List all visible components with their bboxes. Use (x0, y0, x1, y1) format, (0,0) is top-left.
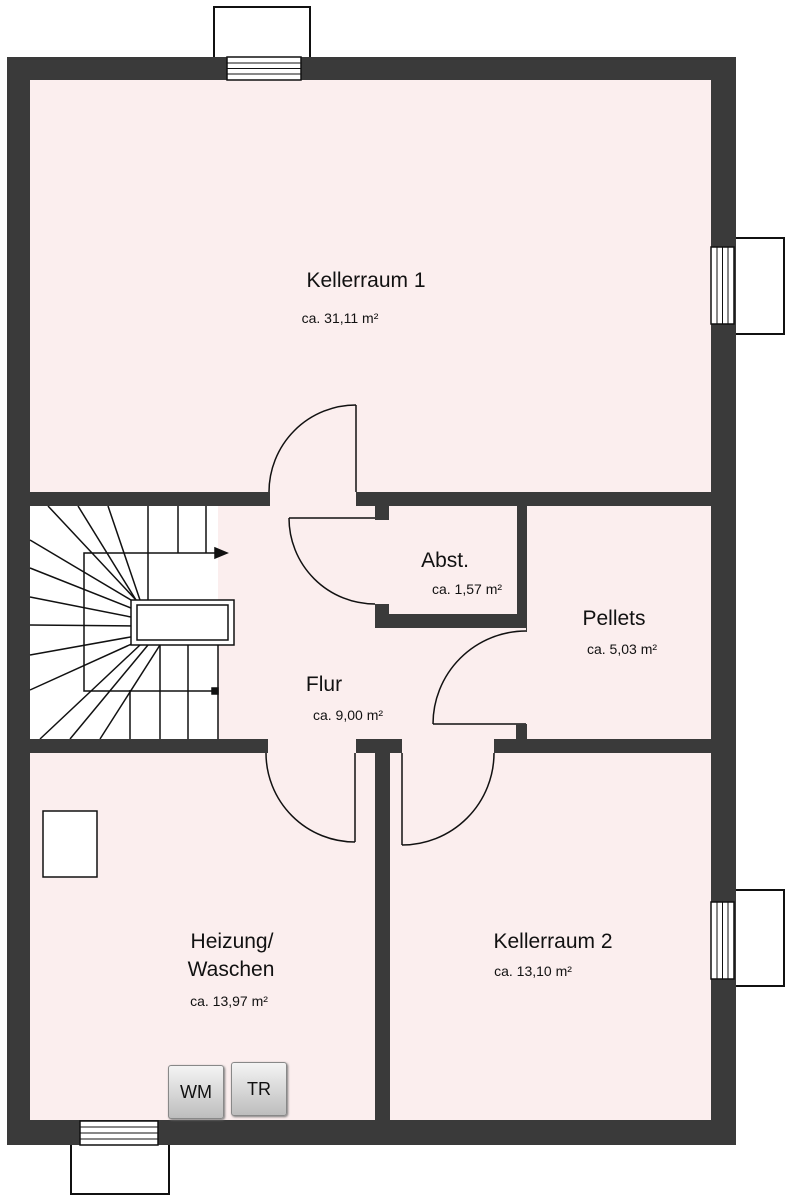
door-opening-kellerraum-1 (270, 488, 357, 510)
wall-flur-right (494, 739, 711, 753)
dryer-label: TR (247, 1078, 271, 1099)
window-top (226, 56, 302, 81)
heizung-name-line2: Waschen (187, 958, 275, 981)
floor-abst (388, 506, 517, 614)
heizung-name-line1: Heizung/ (190, 930, 274, 953)
door-pellets (432, 630, 527, 725)
light-well-top (213, 6, 311, 64)
light-well-right-lower (728, 889, 785, 987)
window-right-lower (710, 901, 735, 980)
door-opening-pellets (512, 632, 532, 724)
door-opening-kellerraum-2 (400, 735, 494, 757)
wall-abst-right (517, 506, 527, 628)
wall-abst-stub-top (375, 506, 389, 520)
kellerraum-2-area: ca. 13,10 m² (494, 963, 572, 979)
light-well-right-upper (728, 237, 785, 335)
floor-kellerraum-2 (390, 753, 711, 1120)
window-bottom (79, 1120, 159, 1146)
wall-pellets-stub (516, 724, 526, 739)
wall-flur-middle (356, 739, 402, 753)
flur-area: ca. 9,00 m² (312, 707, 384, 723)
door-abst (288, 517, 376, 605)
light-well-bottom (70, 1137, 170, 1195)
door-opening-heizung (268, 735, 356, 757)
door-kellerraum-2 (401, 752, 495, 846)
wall-heizung-kellerraum-2 (375, 753, 390, 1120)
door-kellerraum-1 (268, 404, 357, 493)
floor-kellerraum-1 (30, 80, 711, 492)
abst-area: ca. 1,57 m² (431, 581, 503, 597)
kellerraum-1-area: ca. 31,11 m² (301, 310, 379, 326)
wall-flur-left (30, 739, 268, 753)
washing-machine-label: WM (180, 1081, 212, 1102)
pellets-area: ca. 5,03 m² (586, 641, 658, 657)
flur-name: Flur (305, 673, 343, 696)
door-heizung (265, 752, 356, 843)
window-right-upper (710, 246, 735, 325)
abst-name: Abst. (421, 549, 469, 572)
wall-abst-bottom (375, 614, 526, 628)
heizung-area: ca. 13,97 m² (190, 993, 268, 1009)
kellerraum-2-name: Kellerraum 2 (493, 930, 613, 953)
pellets-name: Pellets (582, 607, 646, 630)
washing-machine-box: WM (168, 1065, 224, 1119)
wall-kellerraum-1-left (30, 492, 270, 506)
floor-pellets (527, 506, 711, 739)
wall-kellerraum-1-right (356, 492, 711, 506)
chimney-box (42, 810, 98, 878)
staircase (29, 505, 235, 740)
kellerraum-1-name: Kellerraum 1 (306, 269, 426, 292)
door-opening-abst (370, 520, 392, 606)
dryer-box: TR (231, 1062, 287, 1116)
floor-flur-right (375, 622, 526, 739)
